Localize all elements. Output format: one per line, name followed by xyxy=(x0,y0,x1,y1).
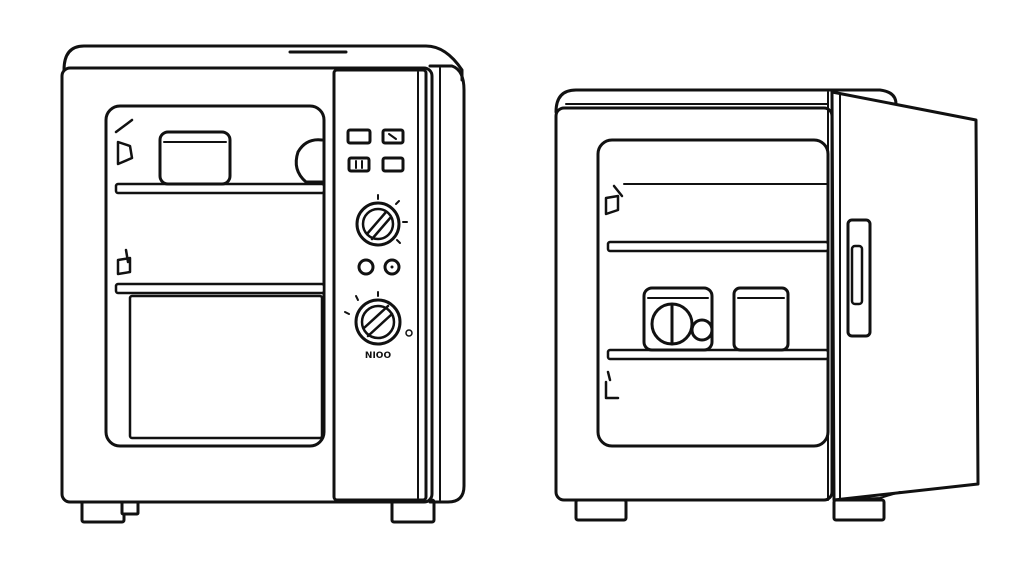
fridge-shelf-upper xyxy=(606,240,830,253)
fridge-item-round-knob xyxy=(690,318,714,342)
oven-glass-reflection-1 xyxy=(116,140,134,166)
oven-inner-back xyxy=(128,294,324,440)
oven-food-container xyxy=(158,130,232,186)
fridge-item-box-right xyxy=(732,286,790,352)
oven-rack-lower xyxy=(114,282,326,295)
dial-icon xyxy=(344,291,413,346)
oven-icon xyxy=(60,44,466,524)
fridge-door xyxy=(830,90,980,502)
fridge-glass-reflection-1 xyxy=(604,194,620,216)
oven-side-panel xyxy=(428,64,466,504)
oven-glass-reflection-3 xyxy=(116,256,132,276)
oven-top-lid xyxy=(62,44,464,82)
fridge-door-bottom xyxy=(833,491,901,501)
oven-dial-caption: ΝΙΟΟ xyxy=(365,351,392,361)
oven-button-1 xyxy=(346,128,372,145)
fridge-glass-reflection-4 xyxy=(606,370,612,382)
oven-button-mark xyxy=(388,133,397,140)
fridge-shelf-lower xyxy=(606,348,830,361)
oven-glass-reflection-2 xyxy=(114,118,134,134)
fridge-door-handle-grip xyxy=(850,244,864,306)
fridge-top-lid xyxy=(554,88,898,114)
dial-icon xyxy=(355,194,408,247)
fridge-foot-right xyxy=(832,498,886,522)
fridge-glass-reflection-3 xyxy=(604,380,620,400)
oven-round-button-left xyxy=(357,258,375,276)
oven-round-item xyxy=(294,138,324,184)
mini-fridge-icon xyxy=(554,88,980,522)
fridge-glass-reflection-2 xyxy=(612,184,624,198)
fridge-door-handle xyxy=(846,218,872,338)
oven-glass-reflection-4 xyxy=(124,248,130,264)
oven-button-4 xyxy=(381,156,405,173)
oven-button-3 xyxy=(347,156,371,173)
oven-round-button-dot xyxy=(390,265,394,269)
fridge-foot-left xyxy=(574,498,628,522)
oven-control-panel xyxy=(332,68,428,502)
